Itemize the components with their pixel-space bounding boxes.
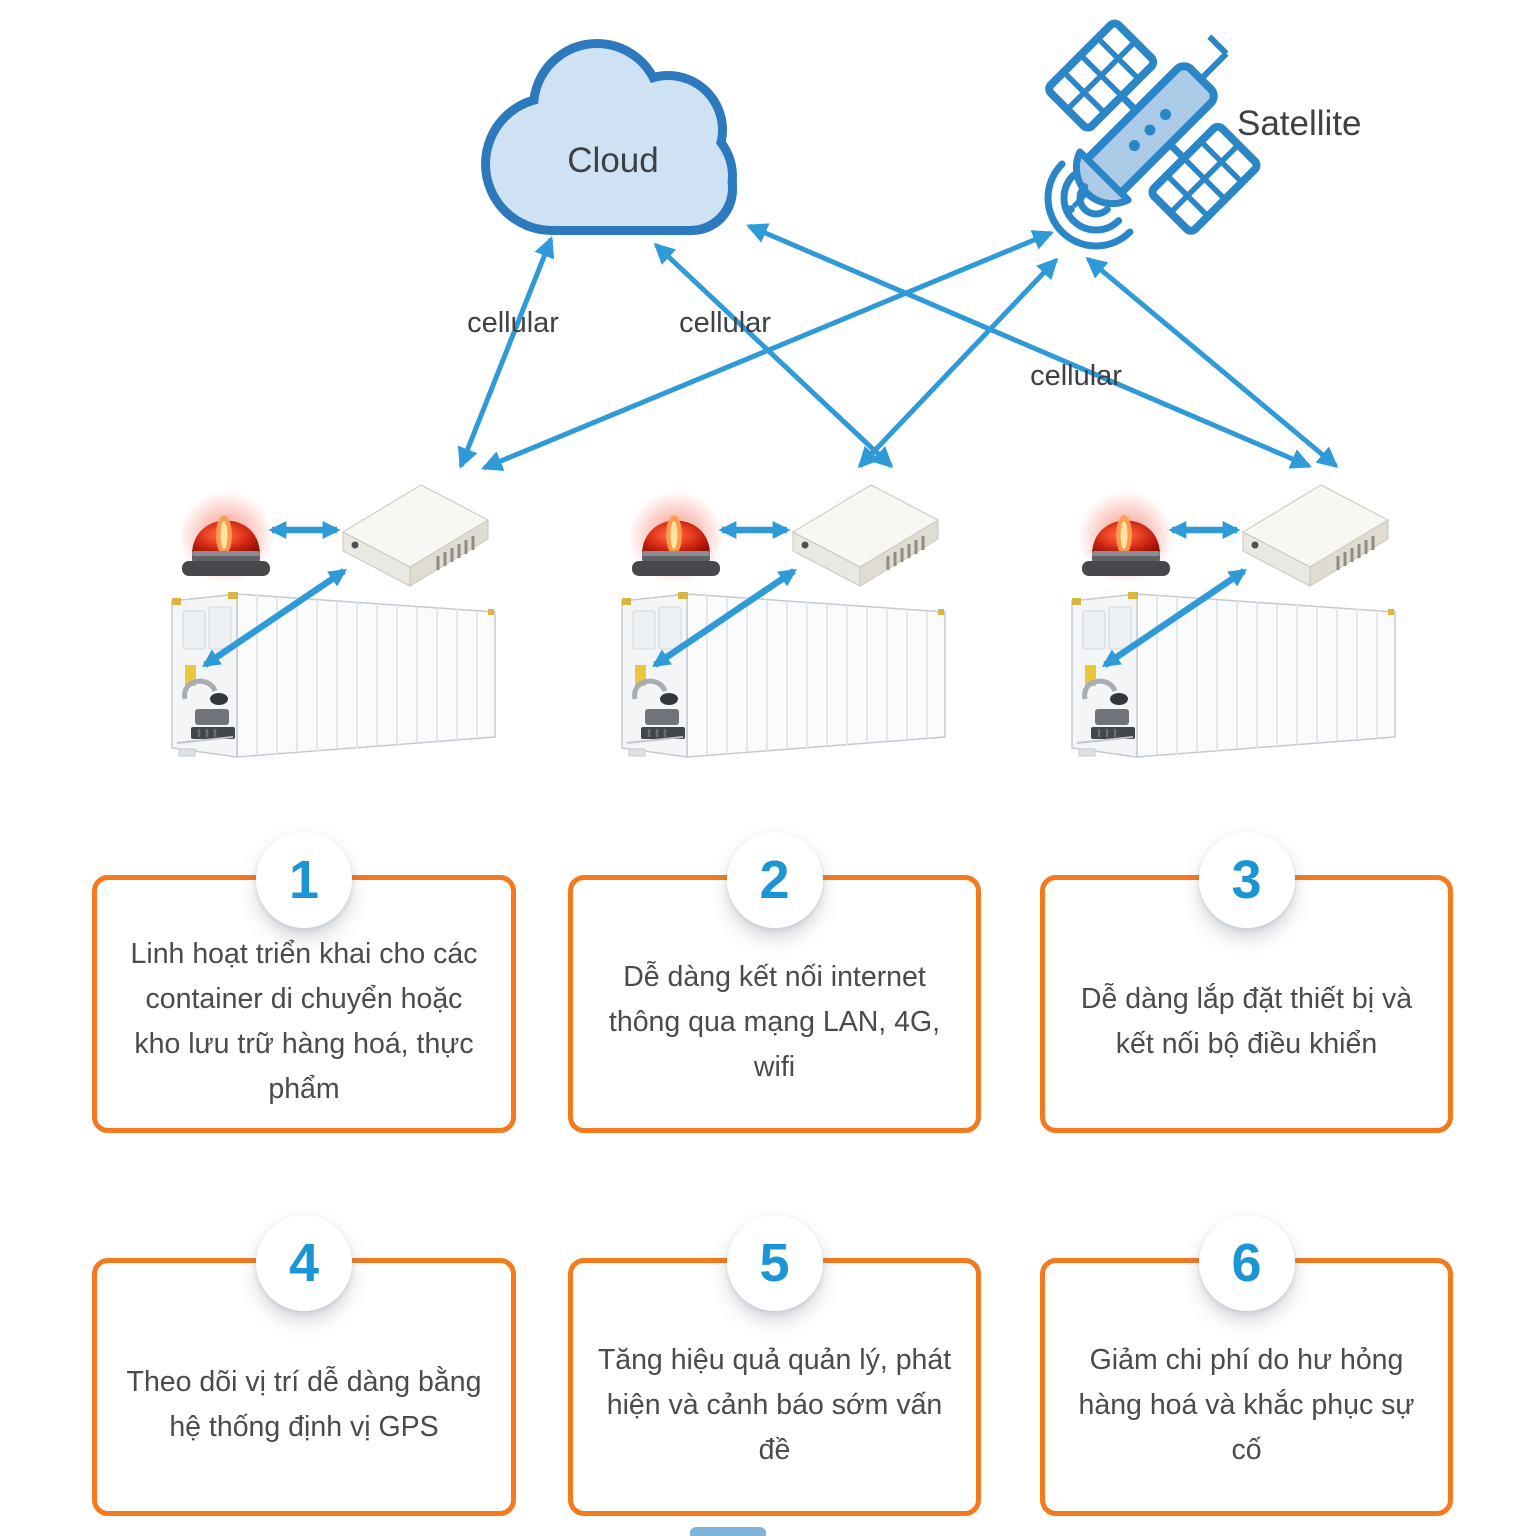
device-cluster-2 (622, 485, 945, 757)
step-number: 3 (1231, 850, 1262, 910)
satellite-label: Satellite (1237, 104, 1362, 143)
benefit-card-2: 2 Dễ dàng kết nối internet thông qua mạn… (568, 832, 981, 1133)
link-satellite-device1 (481, 230, 1054, 471)
network-diagram: Cloud (0, 19, 1536, 780)
cloud-label: Cloud (567, 141, 658, 180)
step-number: 4 (288, 1233, 320, 1293)
link-satellite-device3 (1085, 256, 1339, 469)
cloud-icon: Cloud (481, 39, 737, 235)
benefit-card-6: 6 Giảm chi phí do hư hỏng hàng hoá và kh… (1040, 1215, 1453, 1516)
device-cluster-3 (1072, 485, 1395, 757)
link-satellite-device2 (857, 257, 1059, 469)
satellite-icon: Satellite (1044, 19, 1362, 250)
benefit-text: Dễ dàng lắp đặt thiết bị và kết nối bộ đ… (1080, 983, 1413, 1060)
benefit-card-4: 4 Theo dõi vị trí dễ dàng bằng hệ thống … (92, 1215, 516, 1516)
cellular-label-3: cellular (1030, 360, 1122, 392)
link-cloud-device1 (457, 236, 555, 469)
step-number-badge: 3 (1198, 832, 1295, 928)
benefit-card-5: 5 Tăng hiệu quả quản lý, phát hiện và cả… (568, 1215, 981, 1516)
device-cluster-1 (172, 485, 495, 757)
network-links (457, 223, 1339, 471)
benefit-text: Giảm chi phí do hư hỏng hàng hoá và khắc… (1078, 1343, 1415, 1466)
benefit-text: Tăng hiệu quả quản lý, phát hiện và cảnh… (597, 1343, 952, 1466)
benefit-text: Dễ dàng kết nối internet thông qua mạng … (608, 960, 941, 1083)
benefit-text: Theo dõi vị trí dễ dàng bằng hệ thống đị… (126, 1366, 482, 1443)
step-number-badge: 6 (1198, 1215, 1295, 1311)
cutoff-element (690, 1527, 766, 1536)
step-number-badge: 5 (726, 1215, 823, 1311)
benefit-text: Linh hoạt triển khai cho các container d… (130, 938, 478, 1105)
link-cloud-device2 (653, 242, 894, 469)
step-number-badge: 4 (256, 1215, 352, 1311)
benefit-card-1: 1 Linh hoạt triển khai cho các container… (92, 832, 516, 1133)
step-number-badge: 1 (256, 832, 352, 928)
step-number: 1 (288, 850, 320, 910)
step-number: 5 (759, 1233, 790, 1293)
cellular-label-2: cellular (679, 307, 771, 339)
cellular-label-1: cellular (467, 307, 559, 339)
link-cloud-device3 (746, 223, 1312, 469)
step-number: 6 (1231, 1233, 1262, 1293)
benefit-card-3: 3 Dễ dàng lắp đặt thiết bị và kết nối bộ… (1040, 832, 1453, 1133)
step-number-badge: 2 (726, 832, 823, 928)
step-number: 2 (759, 850, 790, 910)
